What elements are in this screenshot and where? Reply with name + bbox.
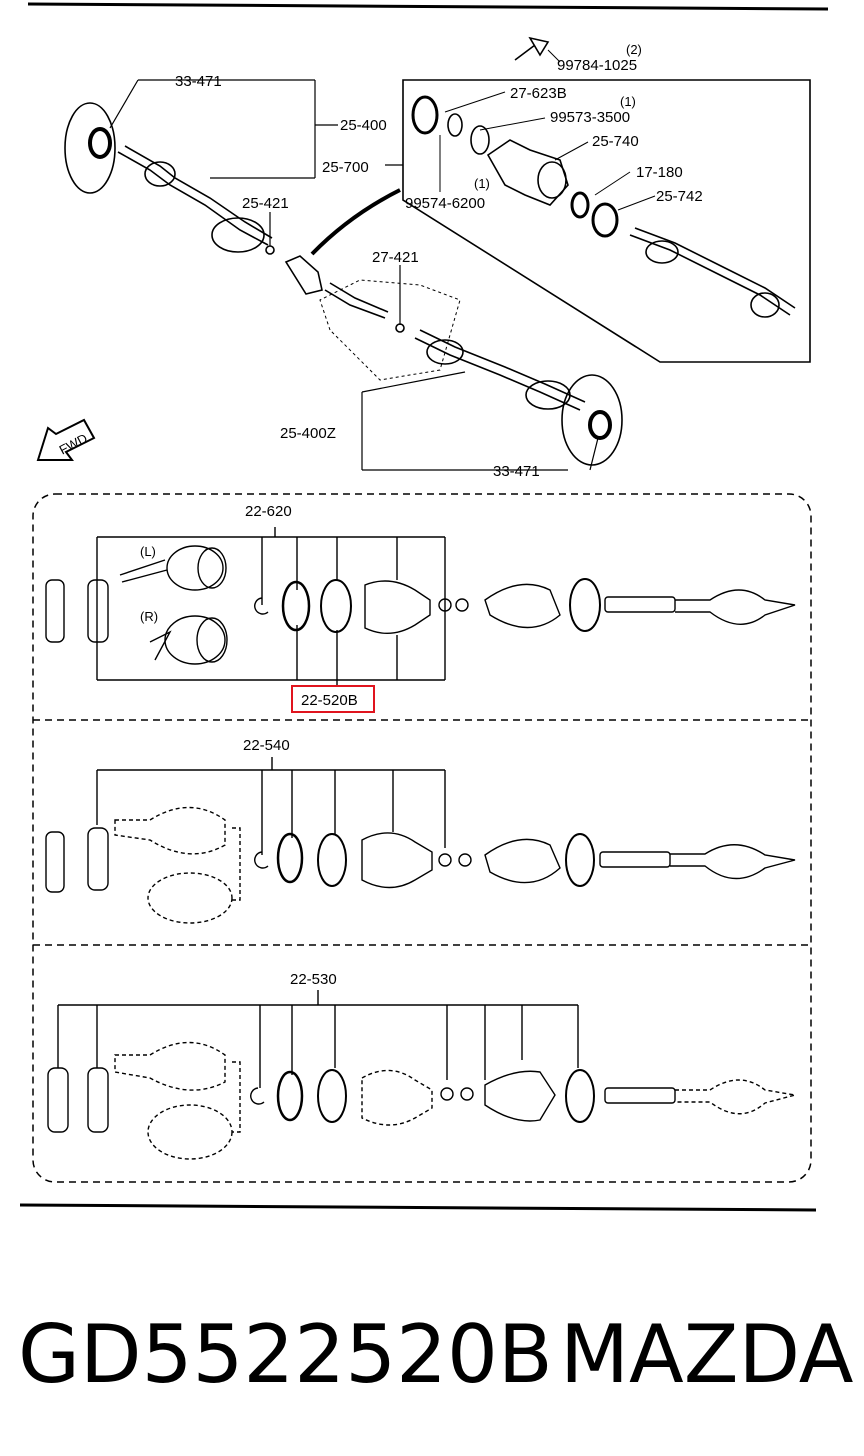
- label-17-180: 17-180: [636, 164, 683, 181]
- right-hub-disc: [561, 374, 623, 466]
- group-label-22-620: 22-620: [245, 503, 292, 520]
- label-33-471-bottom: 33-471: [493, 463, 540, 480]
- side-label-right: (R): [140, 609, 158, 624]
- qty-99574: (1): [474, 176, 490, 191]
- qty-99573: (1): [620, 94, 636, 109]
- right-hub-seal: [588, 410, 612, 440]
- left-outer-joint: [144, 161, 176, 187]
- kit-panel-22-620: [45, 527, 796, 685]
- side-label-left: (L): [140, 544, 156, 559]
- boot-1: [364, 580, 431, 634]
- inset-box: [385, 36, 811, 363]
- label-99784-1025: 99784-1025: [557, 57, 637, 74]
- center-bracket: [284, 255, 323, 295]
- label-25-742: 25-742: [656, 188, 703, 205]
- top-section-labels: 33-471 25-400 25-700 25-421 27-421 25-40…: [57, 42, 703, 480]
- kit-panel-22-620-labels: 22-620 (L) (R) 22-520B: [140, 503, 375, 713]
- left-hub-seal: [88, 127, 112, 159]
- brand-caption: MAZDA: [560, 1308, 854, 1401]
- part-number-caption: GD5522520B: [18, 1308, 553, 1401]
- top-rule: [27, 2, 829, 11]
- label-99573-3500: 99573-3500: [550, 109, 630, 126]
- label-25-400: 25-400: [340, 117, 387, 134]
- right-drive-shaft: [414, 337, 581, 411]
- group-label-22-530: 22-530: [290, 971, 337, 988]
- label-33-471-top: 33-471: [175, 73, 222, 90]
- kit-panel-22-530: [47, 990, 796, 1160]
- engine-outline: [319, 279, 461, 381]
- highlighted-part-22-520b: 22-520B: [301, 692, 358, 709]
- fwd-label: FWD: [57, 430, 90, 457]
- bearing-bracket: [486, 139, 569, 206]
- left-inner-boot: [211, 217, 265, 253]
- bolt-icon: [514, 36, 550, 61]
- group-label-22-540: 22-540: [243, 737, 290, 754]
- label-27-421: 27-421: [372, 249, 419, 266]
- highlight-box-22-520b: [291, 685, 375, 713]
- label-25-740: 25-740: [592, 133, 639, 150]
- kit-panel-22-540: [45, 757, 796, 924]
- label-99574-6200: 99574-6200: [405, 195, 485, 212]
- kit-panels-frame: [32, 493, 812, 1183]
- bottom-rule: [19, 1203, 817, 1212]
- boot-3: [484, 1070, 556, 1122]
- drive-shaft-assembly-view: [36, 79, 623, 471]
- label-25-400z: 25-400Z: [280, 425, 336, 442]
- qty-99784: (2): [626, 42, 642, 57]
- boot-2: [361, 832, 433, 889]
- left-drive-shaft: [117, 151, 269, 246]
- fwd-arrow-icon: [36, 418, 96, 461]
- label-27-623b: 27-623B: [510, 85, 567, 102]
- label-25-421: 25-421: [242, 195, 289, 212]
- left-hub-disc: [64, 102, 116, 194]
- label-25-700: 25-700: [322, 159, 369, 176]
